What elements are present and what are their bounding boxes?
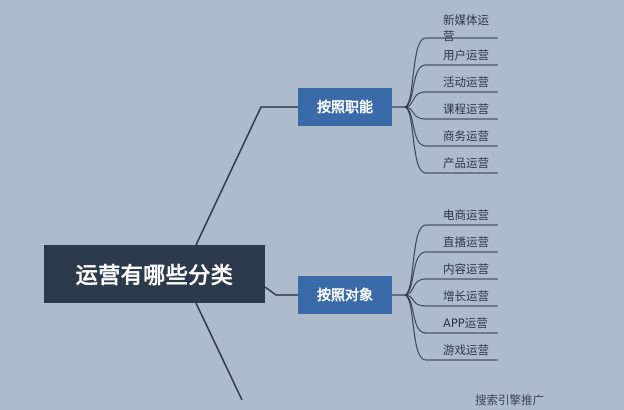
edge-leaf-2-4	[403, 294, 498, 307]
leaf-new-media-ops[interactable]: 新媒体运营	[443, 13, 489, 43]
edge-leaf-1-4	[403, 106, 498, 120]
edge-central-b2	[264, 286, 298, 296]
branch-by-function[interactable]: 按照职能	[298, 88, 392, 126]
leaf-search-promo-partial[interactable]: 搜索引擎推广	[475, 393, 544, 407]
edge-leaf-2-2	[403, 251, 498, 296]
leaf-user-ops[interactable]: 用户运营	[443, 48, 489, 62]
connector-lines	[195, 37, 498, 400]
edge-central-b3	[195, 302, 243, 400]
edge-leaf-1-1	[403, 37, 498, 108]
central-topic[interactable]: 运营有哪些分类	[44, 245, 265, 303]
edge-leaf-2-1	[403, 224, 498, 296]
leaf-growth-ops[interactable]: 增长运营	[443, 289, 489, 303]
edge-leaf-2-3	[403, 278, 498, 296]
leaf-livestream-ops[interactable]: 直播运营	[443, 235, 489, 249]
leaf-app-ops[interactable]: APP运营	[443, 316, 488, 330]
edge-central-b1	[195, 106, 298, 246]
leaf-ecommerce-ops[interactable]: 电商运营	[443, 208, 489, 222]
edge-leaf-1-3	[403, 91, 498, 108]
edge-leaf-2-5	[403, 294, 498, 334]
edge-leaf-2-6	[403, 294, 498, 361]
branch-by-target[interactable]: 按照对象	[298, 276, 392, 314]
edge-leaf-1-5	[403, 106, 498, 147]
leaf-business-ops[interactable]: 商务运营	[443, 129, 489, 143]
leaf-course-ops[interactable]: 课程运营	[443, 102, 489, 116]
edge-leaf-1-6	[403, 106, 498, 174]
leaf-content-ops[interactable]: 内容运营	[443, 262, 489, 276]
edge-leaf-1-2	[403, 64, 498, 108]
leaf-game-ops[interactable]: 游戏运营	[443, 343, 489, 357]
leaf-product-ops[interactable]: 产品运营	[443, 156, 489, 170]
mind-map-canvas: 运营有哪些分类 按照职能 按照对象 新媒体运营 用户运营 活动运营 课程运营 商…	[44, 13, 544, 407]
leaf-activity-ops[interactable]: 活动运营	[443, 75, 489, 89]
